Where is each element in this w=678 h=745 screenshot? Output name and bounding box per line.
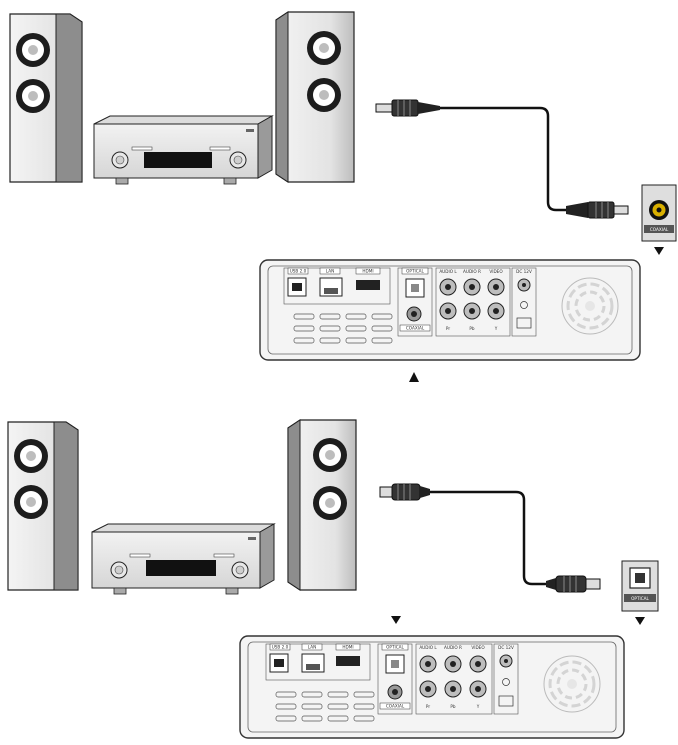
speaker-driver-icon [14,439,48,473]
port-label: USB 2.0 [290,269,307,274]
speaker-driver-icon [307,78,341,112]
panel-coaxial: COAXIAL USB 2.0 LAN HDMI [9,11,677,382]
pointer-arrow-icon [654,247,664,255]
fan-grille-icon [543,655,601,713]
port-label: HDMI [362,269,373,274]
media-player-rear-panel: USB 2.0 LAN HDMI OPTICAL COAXIAL [239,635,625,739]
vent-slots [293,313,393,344]
coaxial-cable [375,99,629,219]
port-label: Y [476,704,480,709]
rca-plug-icon [375,99,440,117]
optical-jack: OPTICAL [621,560,659,612]
optical-cable [379,483,601,593]
pointer-arrow-icon [391,616,401,624]
panel-optical: OPTICAL USB 2.0 LAN HDMI [7,419,659,739]
polarity-icon [502,678,510,686]
right-speaker [287,419,357,591]
port-label: VIDEO [489,269,503,274]
hdmi-port-icon [336,656,360,666]
speaker-driver-icon [313,438,347,472]
port-label: HDMI [342,645,353,650]
port-label: COAXIAL [386,704,405,709]
port-label: Pb [450,704,456,709]
port-label: DC 12V [516,269,532,274]
port-label: Pr [426,704,430,709]
port-label: OPTICAL [386,645,404,650]
amplifier [91,523,276,595]
polarity-icon [520,301,528,309]
port-label: AUDIO R [444,645,462,650]
hdmi-port-icon [356,280,380,290]
rca-plug-icon [566,201,629,219]
left-speaker [9,13,83,183]
port-label: Pr [446,326,450,331]
port-label: VIDEO [471,645,485,650]
port-label: DC 12V [498,645,514,650]
port-label: AUDIO L [439,269,457,274]
left-speaker [7,421,79,591]
coaxial-jack: COAXIAL [641,184,677,242]
pointer-arrow-icon [635,617,645,625]
media-player-rear-panel: USB 2.0 LAN HDMI OPTICAL [259,259,641,361]
toslink-plug-icon [379,483,430,501]
port-label: OPTICAL [406,269,424,274]
speaker-driver-icon [307,31,341,65]
speaker-driver-icon [16,33,50,67]
port-label: AUDIO L [419,645,437,650]
port-label: Y [494,326,498,331]
toslink-plug-icon [546,575,601,593]
pointer-arrow-icon [409,372,419,382]
speaker-driver-icon [16,79,50,113]
port-label: LAN [326,269,334,274]
vent-slots [275,691,375,722]
speaker-driver-icon [313,486,347,520]
amplifier [93,115,274,185]
ce-mark-icon [498,695,514,707]
jack-label: COAXIAL [650,227,669,232]
port-label: USB 2.0 [272,645,289,650]
jack-label: OPTICAL [631,596,649,601]
ce-mark-icon [516,317,532,329]
port-label: COAXIAL [406,326,425,331]
port-label: AUDIO R [463,269,481,274]
right-speaker [275,11,355,183]
port-label: Pb [469,326,475,331]
port-label: LAN [308,645,316,650]
speaker-driver-icon [14,485,48,519]
fan-grille-icon [561,277,619,335]
